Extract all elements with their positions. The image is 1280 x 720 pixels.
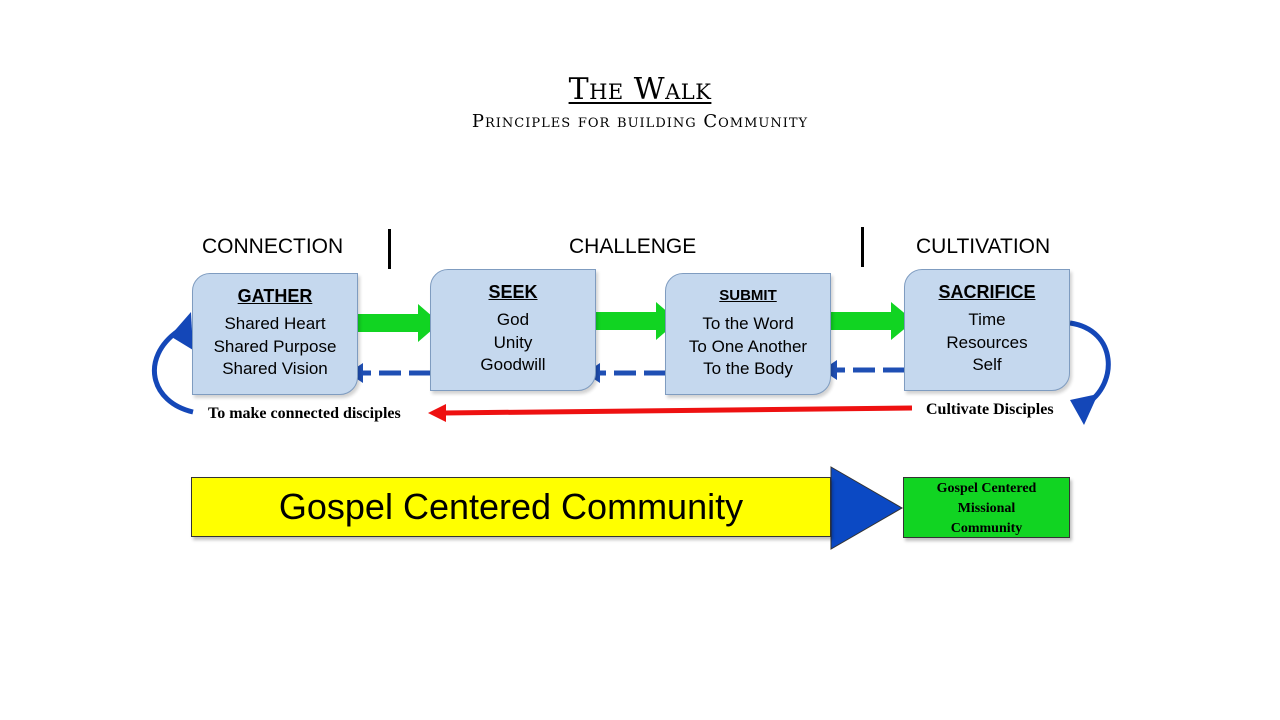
- back-arrow-3: [822, 360, 905, 380]
- stage-submit: SUBMIT To the Word To One Another To the…: [665, 273, 831, 395]
- stage-submit-line-3: To the Body: [703, 359, 793, 378]
- stage-gather-line-1: Shared Heart: [224, 314, 326, 333]
- progress-triangle: [830, 466, 903, 550]
- left-loop-arrow: [151, 312, 194, 415]
- stage-seek-line-2: Unity: [493, 332, 533, 352]
- gospel-community-banner: Gospel Centered Community: [191, 477, 831, 537]
- phase-connection-label: CONNECTION: [202, 235, 344, 258]
- stage-submit-line-1: To the Word: [702, 314, 794, 333]
- stage-gather: GATHER Shared Heart Shared Purpose Share…: [192, 273, 358, 395]
- stage-sacrifice-line-3: Self: [972, 355, 1002, 374]
- connected-disciples-label: To make connected disciples: [208, 405, 401, 422]
- phase-divider-left: [388, 229, 391, 269]
- stage-sacrifice: SACRIFICE Time Resources Self: [904, 269, 1070, 391]
- goal-line-2: Missional: [957, 501, 1016, 516]
- page-subtitle: Principles for building Community: [471, 111, 809, 132]
- gospel-community-banner-text: Gospel Centered Community: [278, 486, 744, 527]
- phase-divider-right: [861, 227, 864, 267]
- stage-submit-heading: SUBMIT: [719, 287, 777, 304]
- right-loop-arrow: [1069, 320, 1111, 425]
- back-arrow-2: [585, 363, 666, 383]
- back-arrow-1: [348, 363, 431, 383]
- return-arrow: [428, 404, 913, 422]
- stage-seek-line-3: Goodwill: [480, 355, 546, 374]
- cultivate-disciples-label: Cultivate Disciples: [926, 401, 1054, 418]
- goal-line-1: Gospel Centered: [936, 481, 1037, 496]
- stage-gather-heading: GATHER: [237, 286, 313, 306]
- stage-seek-line-1: God: [496, 310, 530, 329]
- stage-submit-line-2: To One Another: [688, 336, 808, 356]
- goal-line-3: Community: [950, 521, 1023, 536]
- stage-seek: SEEK God Unity Goodwill: [430, 269, 596, 391]
- phase-cultivation-label: CULTIVATION: [916, 235, 1051, 258]
- stage-seek-heading: SEEK: [488, 282, 538, 302]
- forward-arrow-1: [357, 304, 440, 342]
- stage-sacrifice-line-2: Resources: [946, 332, 1028, 352]
- forward-arrow-2: [596, 302, 678, 340]
- stage-gather-line-3: Shared Vision: [222, 359, 328, 378]
- phase-challenge-label: CHALLENGE: [569, 235, 697, 258]
- forward-arrow-3: [831, 302, 914, 340]
- stage-sacrifice-heading: SACRIFICE: [938, 282, 1036, 302]
- missional-community-box: Gospel Centered Missional Community: [903, 477, 1070, 538]
- stage-sacrifice-line-1: Time: [968, 310, 1006, 329]
- stage-gather-line-2: Shared Purpose: [213, 336, 337, 356]
- page-title: The Walk: [568, 72, 712, 107]
